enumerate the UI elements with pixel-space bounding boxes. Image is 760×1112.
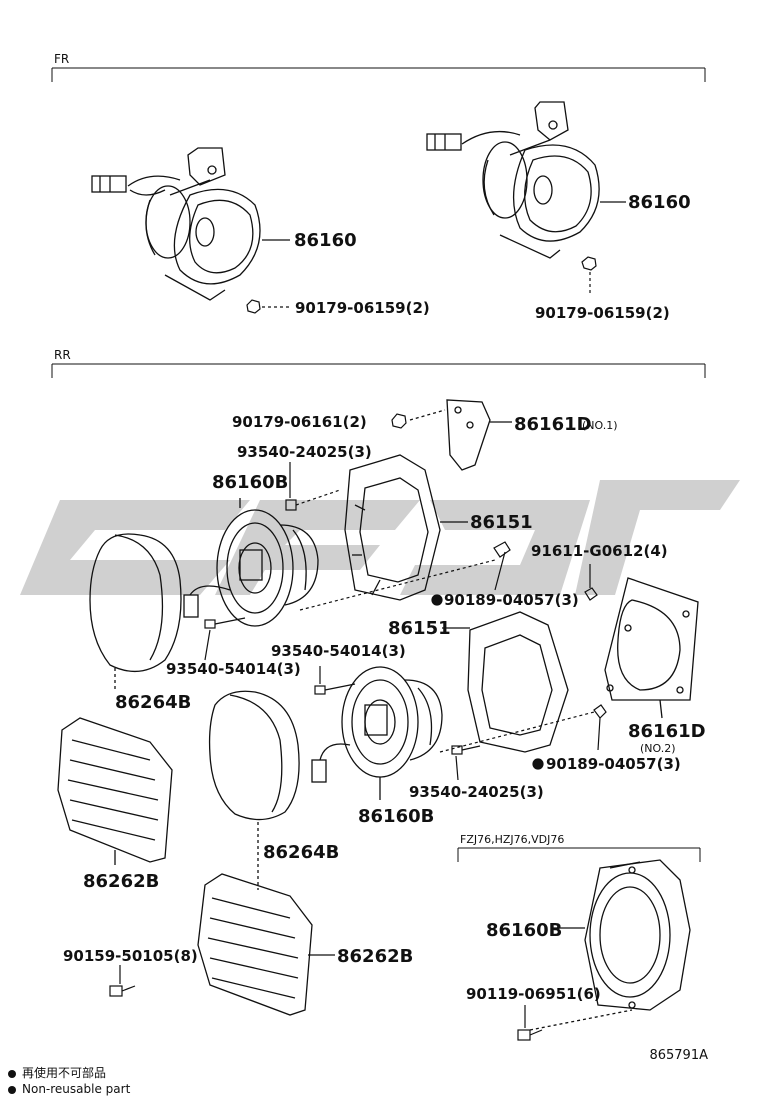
watermark-logo: [20, 480, 740, 595]
fr-right-nut-icon: [581, 256, 597, 295]
rr-retainer-upper-icon: [431, 564, 598, 606]
rr-cover-right-label: 86264B: [263, 842, 339, 863]
rr-bracket-no2-drawing: [604, 577, 699, 719]
rr-clip-top-label: 91611-G0612(4): [531, 542, 668, 560]
rr-bracket-no1-drawing: [409, 399, 512, 471]
fr-right-speaker-drawing: [426, 101, 626, 259]
fr-section-label: FR: [54, 52, 69, 66]
legend-row-en: Non-reusable part: [8, 1082, 130, 1096]
variant-section-label: FZJ76,HZJ76,VDJ76: [460, 833, 564, 846]
rr-speaker-lower-drawing: [311, 666, 443, 800]
rr-screw-left-label: 93540-54014(3): [166, 660, 301, 678]
rr-screw-grille-label: 90159-50105(8): [63, 947, 198, 965]
legend-text-jp: 再使用不可部品: [22, 1066, 107, 1080]
rr-cover-left-label: 86264B: [115, 692, 191, 713]
rr-grille-right-label: 86262B: [337, 946, 413, 967]
rr-speaker-upper-label: 86160B: [212, 472, 288, 493]
var-screw-icon: [517, 1005, 543, 1041]
legend-row-jp: 再使用不可部品: [8, 1064, 106, 1081]
rr-screw-lower-label: 93540-24025(3): [409, 783, 544, 801]
rr-bracket-no2-note: (NO.2): [640, 742, 676, 755]
rr-screw-grille-icon: [109, 965, 136, 997]
rr-ring-lower-drawing: [442, 611, 569, 753]
fr-left-speaker-label: 86160: [294, 230, 357, 251]
rr-retainer-lower-icon: [439, 704, 607, 770]
rr-ring-upper-label: 86151: [470, 512, 533, 533]
rr-section-frame: [51, 363, 706, 378]
var-speaker-label: 86160B: [486, 920, 562, 941]
bullet-icon: [8, 1069, 16, 1078]
rr-grille-right-drawing: [197, 873, 335, 1016]
rr-bracket-no2-label: 86161D: [628, 721, 706, 742]
rr-ring-upper-drawing: [344, 454, 468, 601]
rr-speaker-upper-drawing: [183, 498, 319, 627]
rr-cover-left-drawing: [89, 533, 182, 690]
variant-section-frame: [457, 847, 701, 862]
rr-retainer-lower-label: 90189-04057(3): [546, 755, 681, 773]
fr-section-frame: [51, 67, 706, 82]
var-speaker-drawing: [529, 859, 691, 1031]
rr-screw-middle-label: 93540-54014(3): [271, 642, 406, 660]
fr-right-speaker-label: 86160: [628, 192, 691, 213]
rr-grille-left-label: 86262B: [83, 871, 159, 892]
rr-ring-lower-label: 86151: [388, 618, 451, 639]
rr-screw-lower-icon: [451, 745, 481, 781]
legend-text-en: Non-reusable part: [22, 1082, 131, 1096]
var-screw-label: 90119-06951(6): [466, 985, 601, 1003]
rr-grille-left-drawing: [57, 717, 173, 865]
rr-speaker-lower-label: 86160B: [358, 806, 434, 827]
rr-bracket-no1-note: (NO.1): [582, 419, 618, 432]
fr-left-nut-label: 90179-06159(2): [295, 299, 430, 317]
rr-screw-left-icon: [204, 617, 246, 661]
rr-screw-upper-icon: [285, 462, 341, 511]
rr-cover-right-drawing: [208, 690, 300, 890]
fr-left-nut-icon: [246, 299, 292, 314]
rr-clip-top-icon: [299, 541, 511, 611]
rr-section-label: RR: [54, 348, 71, 362]
bullet-icon: [8, 1085, 16, 1094]
rr-nut-icon: [391, 413, 407, 429]
rr-screw-upper-label: 93540-24025(3): [237, 443, 372, 461]
fr-left-speaker-drawing: [91, 147, 290, 301]
rr-screw-middle-icon: [314, 666, 356, 695]
fr-right-nut-label: 90179-06159(2): [535, 304, 670, 322]
rr-retainer-upper-label: 90189-04057(3): [444, 591, 579, 609]
rr-bracket-no1-label: 86161D: [514, 414, 592, 435]
rr-nut-label: 90179-06161(2): [232, 413, 367, 431]
figure-number: 865791A: [649, 1048, 708, 1063]
